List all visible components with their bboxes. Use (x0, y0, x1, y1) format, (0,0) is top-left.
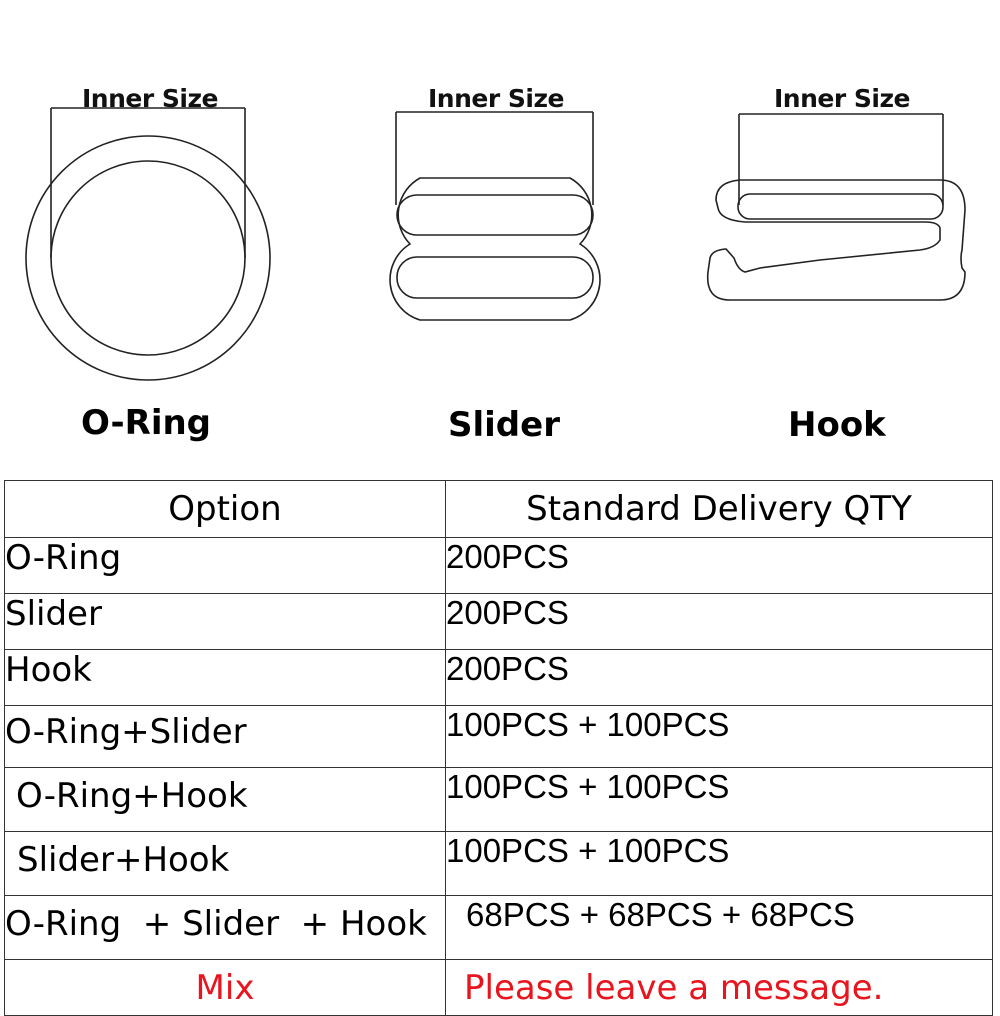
option-cell: O-Ring + Slider + Hook (4, 895, 446, 960)
option-cell: O-Ring+Slider (4, 705, 446, 768)
qty-cell-message: Please leave a message. (445, 959, 993, 1016)
table-row: O-Ring+Slider 100PCS + 100PCS (4, 705, 993, 768)
table-row: O-Ring 200PCS (4, 537, 993, 594)
o-ring-drawing (25, 107, 271, 381)
o-ring-inner-size-label: Inner Size (82, 84, 218, 113)
qty-cell: 100PCS + 100PCS (445, 831, 993, 896)
option-cell: Slider (4, 593, 446, 650)
option-cell-mix: Mix (4, 959, 446, 1016)
hook-inner-size-label: Inner Size (774, 84, 910, 113)
table-row: Slider 200PCS (4, 593, 993, 650)
part-drawings (25, 107, 966, 381)
option-cell: O-Ring+Hook (4, 767, 446, 832)
qty-cell: 100PCS + 100PCS (445, 767, 993, 832)
table-row-mix: Mix Please leave a message. (4, 959, 993, 1016)
qty-cell: 200PCS (445, 537, 993, 594)
option-cell: O-Ring (4, 537, 446, 594)
qty-cell: 68PCS + 68PCS + 68PCS (445, 895, 993, 960)
option-cell: Slider+Hook (4, 831, 446, 896)
table-row: O-Ring + Slider + Hook 68PCS + 68PCS + 6… (4, 895, 993, 960)
table-row: Hook 200PCS (4, 649, 993, 706)
hook-drawing (706, 113, 966, 301)
o-ring-title: O-Ring (81, 403, 212, 443)
qty-cell: 200PCS (445, 593, 993, 650)
delivery-qty-table: Option Standard Delivery QTY O-Ring 200P… (4, 480, 993, 1016)
product-diagram: Inner Size Inner Size Inner Size O-Ring … (0, 0, 1000, 470)
qty-cell: 200PCS (445, 649, 993, 706)
header-standard-delivery-qty: Standard Delivery QTY (445, 480, 993, 538)
slider-inner-size-label: Inner Size (428, 84, 564, 113)
slider-drawing (389, 111, 601, 321)
slider-title: Slider (448, 405, 560, 445)
option-cell: Hook (4, 649, 446, 706)
header-option: Option (4, 480, 446, 538)
hook-title: Hook (788, 405, 886, 445)
table-header-row: Option Standard Delivery QTY (4, 480, 993, 538)
qty-cell: 100PCS + 100PCS (445, 705, 993, 768)
table-row: O-Ring+Hook 100PCS + 100PCS (4, 767, 993, 832)
table-row: Slider+Hook 100PCS + 100PCS (4, 831, 993, 896)
